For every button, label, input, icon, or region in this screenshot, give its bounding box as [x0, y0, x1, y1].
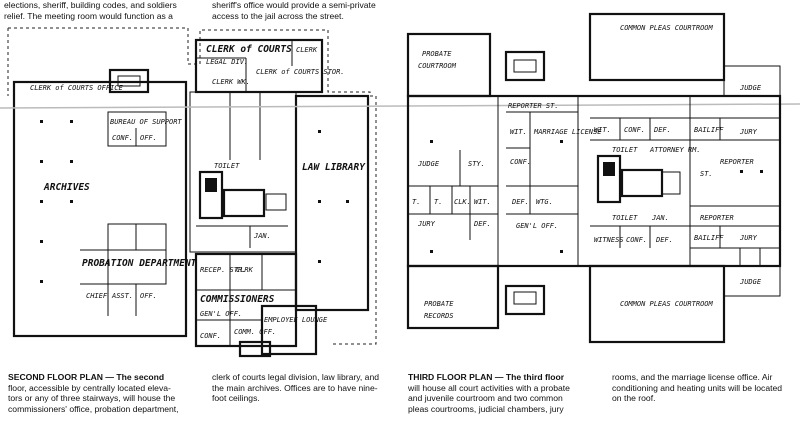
room-probate-courtroom-l2: COURTROOM: [418, 62, 457, 70]
room-jan: JAN.: [651, 214, 669, 222]
caption-2nd-line-1: SECOND FLOOR PLAN — The second: [8, 372, 165, 382]
room-jury-r: JURY: [739, 128, 758, 136]
room-reporter-b: REPORTER: [700, 214, 734, 222]
room-witness: WITNESS: [594, 236, 624, 244]
caption-2nd-b-line-2: the main archives. Offices are to have n…: [212, 382, 378, 393]
room-clerk-courts: CLERK of COURTS: [206, 44, 292, 55]
caption-3rd-b-line-3: on the roof.: [612, 393, 656, 403]
room-off2: OFF.: [140, 292, 157, 300]
room-t2: T.: [434, 198, 442, 206]
room-comm-off: COMM. OFF.: [234, 328, 276, 336]
room-probate-records-l2: RECORDS: [424, 312, 454, 320]
room-commissioners: COMMISSIONERS: [200, 294, 275, 305]
room-conf-a: CONF.: [624, 126, 645, 134]
room-law-library: LAW LIBRARY: [302, 162, 366, 173]
room-genl-off: GEN'L OFF.: [200, 310, 242, 318]
caption-2nd-b-line-1: clerk of courts legal division, law libr…: [212, 372, 380, 382]
room-marriage: MARRIAGE LICENSE: [533, 128, 602, 136]
caption-2nd-line-2: floor, accessible by centrally located e…: [8, 382, 171, 393]
top-text-left: elections, sheriff, building codes, and …: [4, 0, 177, 21]
caption-2nd-line-4: commissioners' office, probation departm…: [8, 403, 179, 414]
room-clerk-courts-stor: CLERK of COURTS STOR.: [256, 68, 345, 76]
room-clerk-courts-office: CLERK of COURTS OFFICE: [30, 84, 124, 92]
room-clerk-wk: CLERK WK.: [212, 78, 250, 86]
room-legal-div: LEGAL DIV.: [206, 58, 248, 66]
top-text-mid-line-2: access to the jail across the street.: [212, 10, 344, 21]
room-def2: DEF.: [473, 220, 491, 228]
third-floor-caption: THIRD FLOOR PLAN — The third floor will …: [408, 372, 570, 414]
room-clk: CLK.: [454, 198, 471, 206]
room-toilet-t: TOILET: [612, 146, 638, 154]
room-attorney: ATTORNEY RM.: [649, 146, 701, 154]
room-chief: CHIEF: [86, 292, 108, 300]
room-judge-top: JUDGE: [739, 84, 762, 92]
room-bailiff: BAILIFF: [694, 126, 724, 134]
room-wit: WIT.: [510, 128, 527, 136]
paper-crease: [0, 103, 800, 109]
second-floor-caption-2: clerk of courts legal division, law libr…: [212, 372, 379, 404]
room-probate-records-l1: PROBATE: [424, 300, 454, 308]
room-asst: ASST.: [111, 292, 133, 300]
caption-3rd-line-3: and juvenile courtroom and two common: [408, 393, 563, 403]
room-t1: T.: [412, 198, 420, 206]
caption-3rd-b-line-1: rooms, and the marriage license office. …: [612, 372, 773, 382]
room-sty: STY.: [468, 160, 485, 168]
top-text-left-line-2: relief. The meeting room would function …: [4, 10, 173, 21]
third-floor-caption-2: rooms, and the marriage license office. …: [612, 372, 782, 404]
room-off: OFF.: [140, 134, 157, 142]
room-conf-b: CONF.: [510, 158, 531, 166]
caption-3rd-line-4: pleas courtrooms, judicial chambers, jur…: [408, 403, 564, 414]
room-probate-courtroom-l1: PROBATE: [422, 50, 452, 58]
room-reporter-top: REPORTER ST.: [508, 102, 559, 110]
room-bailiff-b: BAILIFF: [694, 234, 724, 242]
room-toilet: TOILET: [214, 162, 240, 170]
room-toilet2: TOILET: [612, 214, 638, 222]
room-jan: JAN.: [253, 232, 271, 240]
room-st: ST.: [700, 170, 713, 178]
room-common-pleas-bottom: COMMON PLEAS COURTROOM: [620, 300, 714, 308]
caption-3rd-b-line-2: conditioning and heating units will be l…: [612, 382, 783, 393]
room-wtg: WTG.: [536, 198, 553, 206]
room-conf-c: CONF.: [626, 236, 647, 244]
caption-2nd-b-line-3: foot ceilings.: [212, 393, 260, 403]
third-floor-plan: PROBATE COURTROOM COMMON PLEAS COURTROOM…: [406, 12, 782, 344]
room-recep: RECEP. STR.: [200, 266, 246, 274]
room-def-c: DEF.: [655, 236, 673, 244]
room-common-pleas-top: COMMON PLEAS COURTROOM: [620, 24, 714, 32]
room-def-c2: DEF.: [511, 198, 529, 206]
room-bureau-support: BUREAU OF SUPPORT: [110, 118, 182, 126]
caption-3rd-line-1: THIRD FLOOR PLAN — The third floor: [408, 372, 565, 382]
room-clerk-small: CLERK: [296, 46, 318, 54]
room-clrk: CLRK: [236, 266, 254, 274]
caption-2nd-line-3: tors or any of three stairways, will hou…: [8, 393, 176, 403]
room-def-a: DEF.: [653, 126, 671, 134]
room-probation: PROBATION DEPARTMENT: [82, 258, 197, 269]
room-conf: CONF.: [112, 134, 133, 142]
room-wit2: WIT.: [594, 126, 611, 134]
room-archives: ARCHIVES: [43, 182, 90, 193]
top-text-left-line-1: elections, sheriff, building codes, and …: [4, 0, 177, 10]
second-floor-plan: CLERK of COURTS LEGAL DIV. CLERK CLERK o…: [7, 27, 377, 358]
room-jury-b: JURY: [739, 234, 758, 242]
room-genl-off: GEN'L OFF.: [516, 222, 558, 230]
caption-3rd-line-2: will house all court activities with a p…: [408, 382, 570, 393]
room-wit-sm: WIT.: [474, 198, 491, 206]
room-conf2: CONF.: [200, 332, 221, 340]
second-floor-caption: SECOND FLOOR PLAN — The second floor, ac…: [8, 372, 179, 414]
room-jury-l: JURY: [417, 220, 436, 228]
top-text-mid-line-1: sheriff's office would provide a semi-pr…: [212, 0, 376, 10]
room-employee-lounge: EMPLOYEE LOUNGE: [264, 316, 328, 324]
top-text-mid: sheriff's office would provide a semi-pr…: [212, 0, 376, 21]
room-judge-l: JUDGE: [417, 160, 440, 168]
room-reporter-r: REPORTER: [720, 158, 754, 166]
room-judge-b: JUDGE: [739, 278, 762, 286]
